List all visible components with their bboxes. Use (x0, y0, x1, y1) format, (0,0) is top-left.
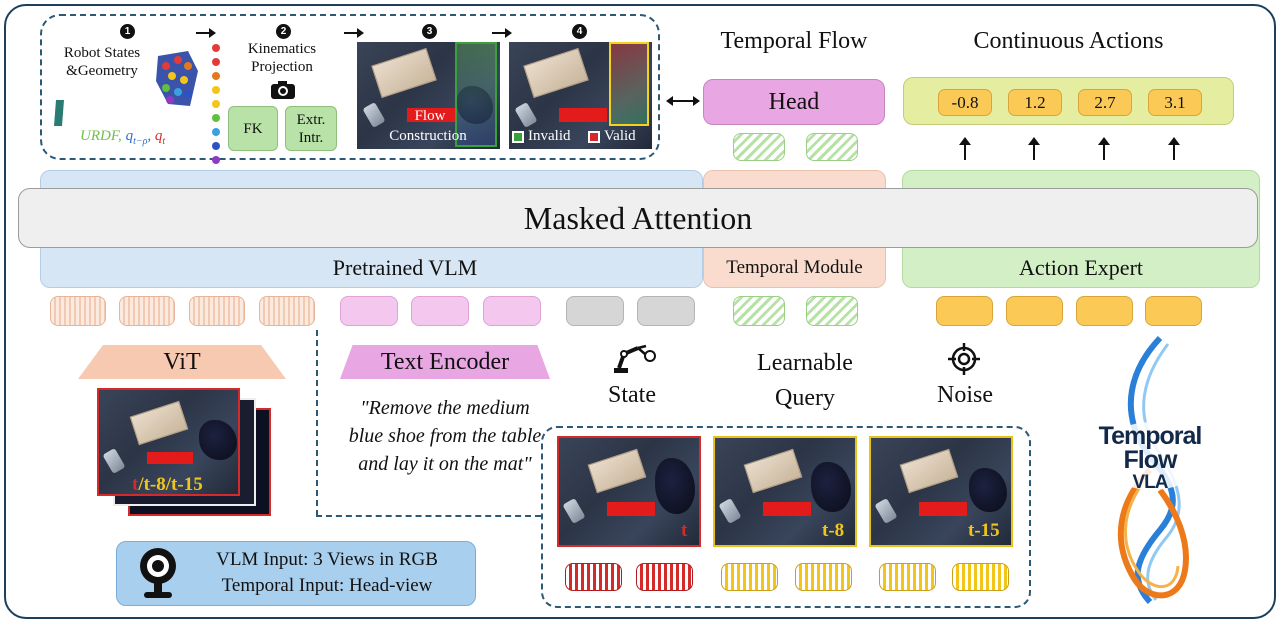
head-token (733, 133, 785, 161)
kinematics-projection-title: Kinematics Projection (247, 41, 317, 75)
text-token (340, 296, 398, 326)
vit-frame-label: t/t-8/t-15 (132, 474, 203, 495)
webcam-icon (140, 548, 176, 598)
robot-states-title: Robot States &Geometry (63, 45, 141, 79)
frame-t (557, 436, 701, 547)
temporal-flow-vla-logo (1100, 335, 1204, 605)
flow-text: Flow (414, 108, 446, 124)
fk-block: FK (228, 106, 278, 151)
frame-t-token (636, 563, 693, 591)
robot-arm-icon (614, 344, 656, 373)
vit-token (259, 296, 315, 326)
input-info-line1: VLM Input: 3 Views in RGB (216, 549, 438, 570)
up-arrow-icon (959, 137, 971, 160)
invalid-legend: Invalid (512, 128, 571, 145)
continuous-actions-box: -0.8 1.2 2.7 3.1 (903, 77, 1234, 125)
state-token (566, 296, 624, 326)
invalid-swatch (512, 130, 524, 143)
valid-legend: Valid (588, 128, 636, 145)
logo-line3: VLA (1132, 472, 1169, 493)
flow-construction-image (357, 42, 500, 149)
gripper-icon (54, 100, 64, 126)
query-token (806, 296, 858, 326)
noise-label: Noise (937, 382, 993, 408)
step-3-badge: 3 (422, 24, 437, 39)
camera-icon (271, 81, 295, 99)
frame-t-8-token (795, 563, 852, 591)
query-token (733, 296, 785, 326)
target-icon (948, 343, 980, 375)
action-value: 1.2 (1008, 89, 1062, 116)
temporal-frames-box (541, 426, 1031, 608)
text-encoder: Text Encoder (340, 345, 550, 379)
noise-token (1145, 296, 1202, 326)
frame-t-15 (869, 436, 1013, 547)
vit-token (50, 296, 106, 326)
frame-t-8-token (721, 563, 778, 591)
head-token (806, 133, 858, 161)
input-info-line2: Temporal Input: Head-view (221, 575, 433, 596)
step-4-badge: 4 (572, 24, 587, 39)
up-arrow-icon (1028, 137, 1040, 160)
text-token (411, 296, 469, 326)
connector-line (316, 330, 318, 516)
frame-t-token (565, 563, 622, 591)
frame-t-8-label: t-8 (822, 520, 845, 541)
noise-token (1006, 296, 1063, 326)
logo-line2: Flow (1123, 446, 1178, 474)
frame-t-8 (713, 436, 857, 547)
pretrained-vlm-label: Pretrained VLM (332, 255, 478, 280)
state-token (637, 296, 695, 326)
temporal-flow-head: Head (703, 79, 885, 125)
noise-token (936, 296, 993, 326)
state-label: State (608, 382, 656, 408)
text-token (483, 296, 541, 326)
pipeline-arrow-3 (492, 28, 512, 38)
learnable-query-label: Learnable Query (757, 350, 853, 411)
vit-frame-front (97, 388, 240, 496)
temporal-module-label: Temporal Module (726, 257, 863, 278)
connector-line (316, 515, 541, 517)
action-expert-label: Action Expert (1018, 255, 1144, 280)
continuous-actions-title: Continuous Actions (973, 28, 1164, 54)
urdf-caption: URDF, qt−ρ, qt (80, 128, 166, 147)
temporal-flow-title: Temporal Flow (720, 28, 868, 54)
frame-t-15-token (879, 563, 936, 591)
extr-intr-block: Extr. Intr. (285, 106, 337, 151)
valid-swatch (588, 130, 600, 143)
pipeline-arrow-1 (196, 28, 216, 38)
vit-encoder: ViT (78, 345, 286, 379)
masked-attention-bar: Masked Attention (18, 188, 1258, 248)
flow-validation-image (509, 42, 652, 149)
instruction-text: "Remove the medium blue shoe from the ta… (348, 397, 542, 475)
frame-t-label: t (681, 520, 688, 541)
projection-dots (212, 44, 220, 164)
noise-token (1076, 296, 1133, 326)
frame-t-15-token (952, 563, 1009, 591)
action-value: -0.8 (938, 89, 992, 116)
bidirectional-arrow (666, 96, 700, 106)
input-info-box (116, 541, 476, 606)
frame-t-15-label: t-15 (968, 520, 1000, 541)
robot-geometry-icon (156, 51, 198, 106)
vit-token (189, 296, 245, 326)
construction-text: Construction (389, 128, 467, 144)
pipeline-arrow-2 (344, 28, 364, 38)
step-2-badge: 2 (276, 24, 291, 39)
action-value: 3.1 (1148, 89, 1202, 116)
up-arrow-icon (1098, 137, 1110, 160)
step-1-badge: 1 (120, 24, 135, 39)
vit-token (119, 296, 175, 326)
logo-line1: Temporal (1098, 422, 1203, 450)
up-arrow-icon (1168, 137, 1180, 160)
action-value: 2.7 (1078, 89, 1132, 116)
